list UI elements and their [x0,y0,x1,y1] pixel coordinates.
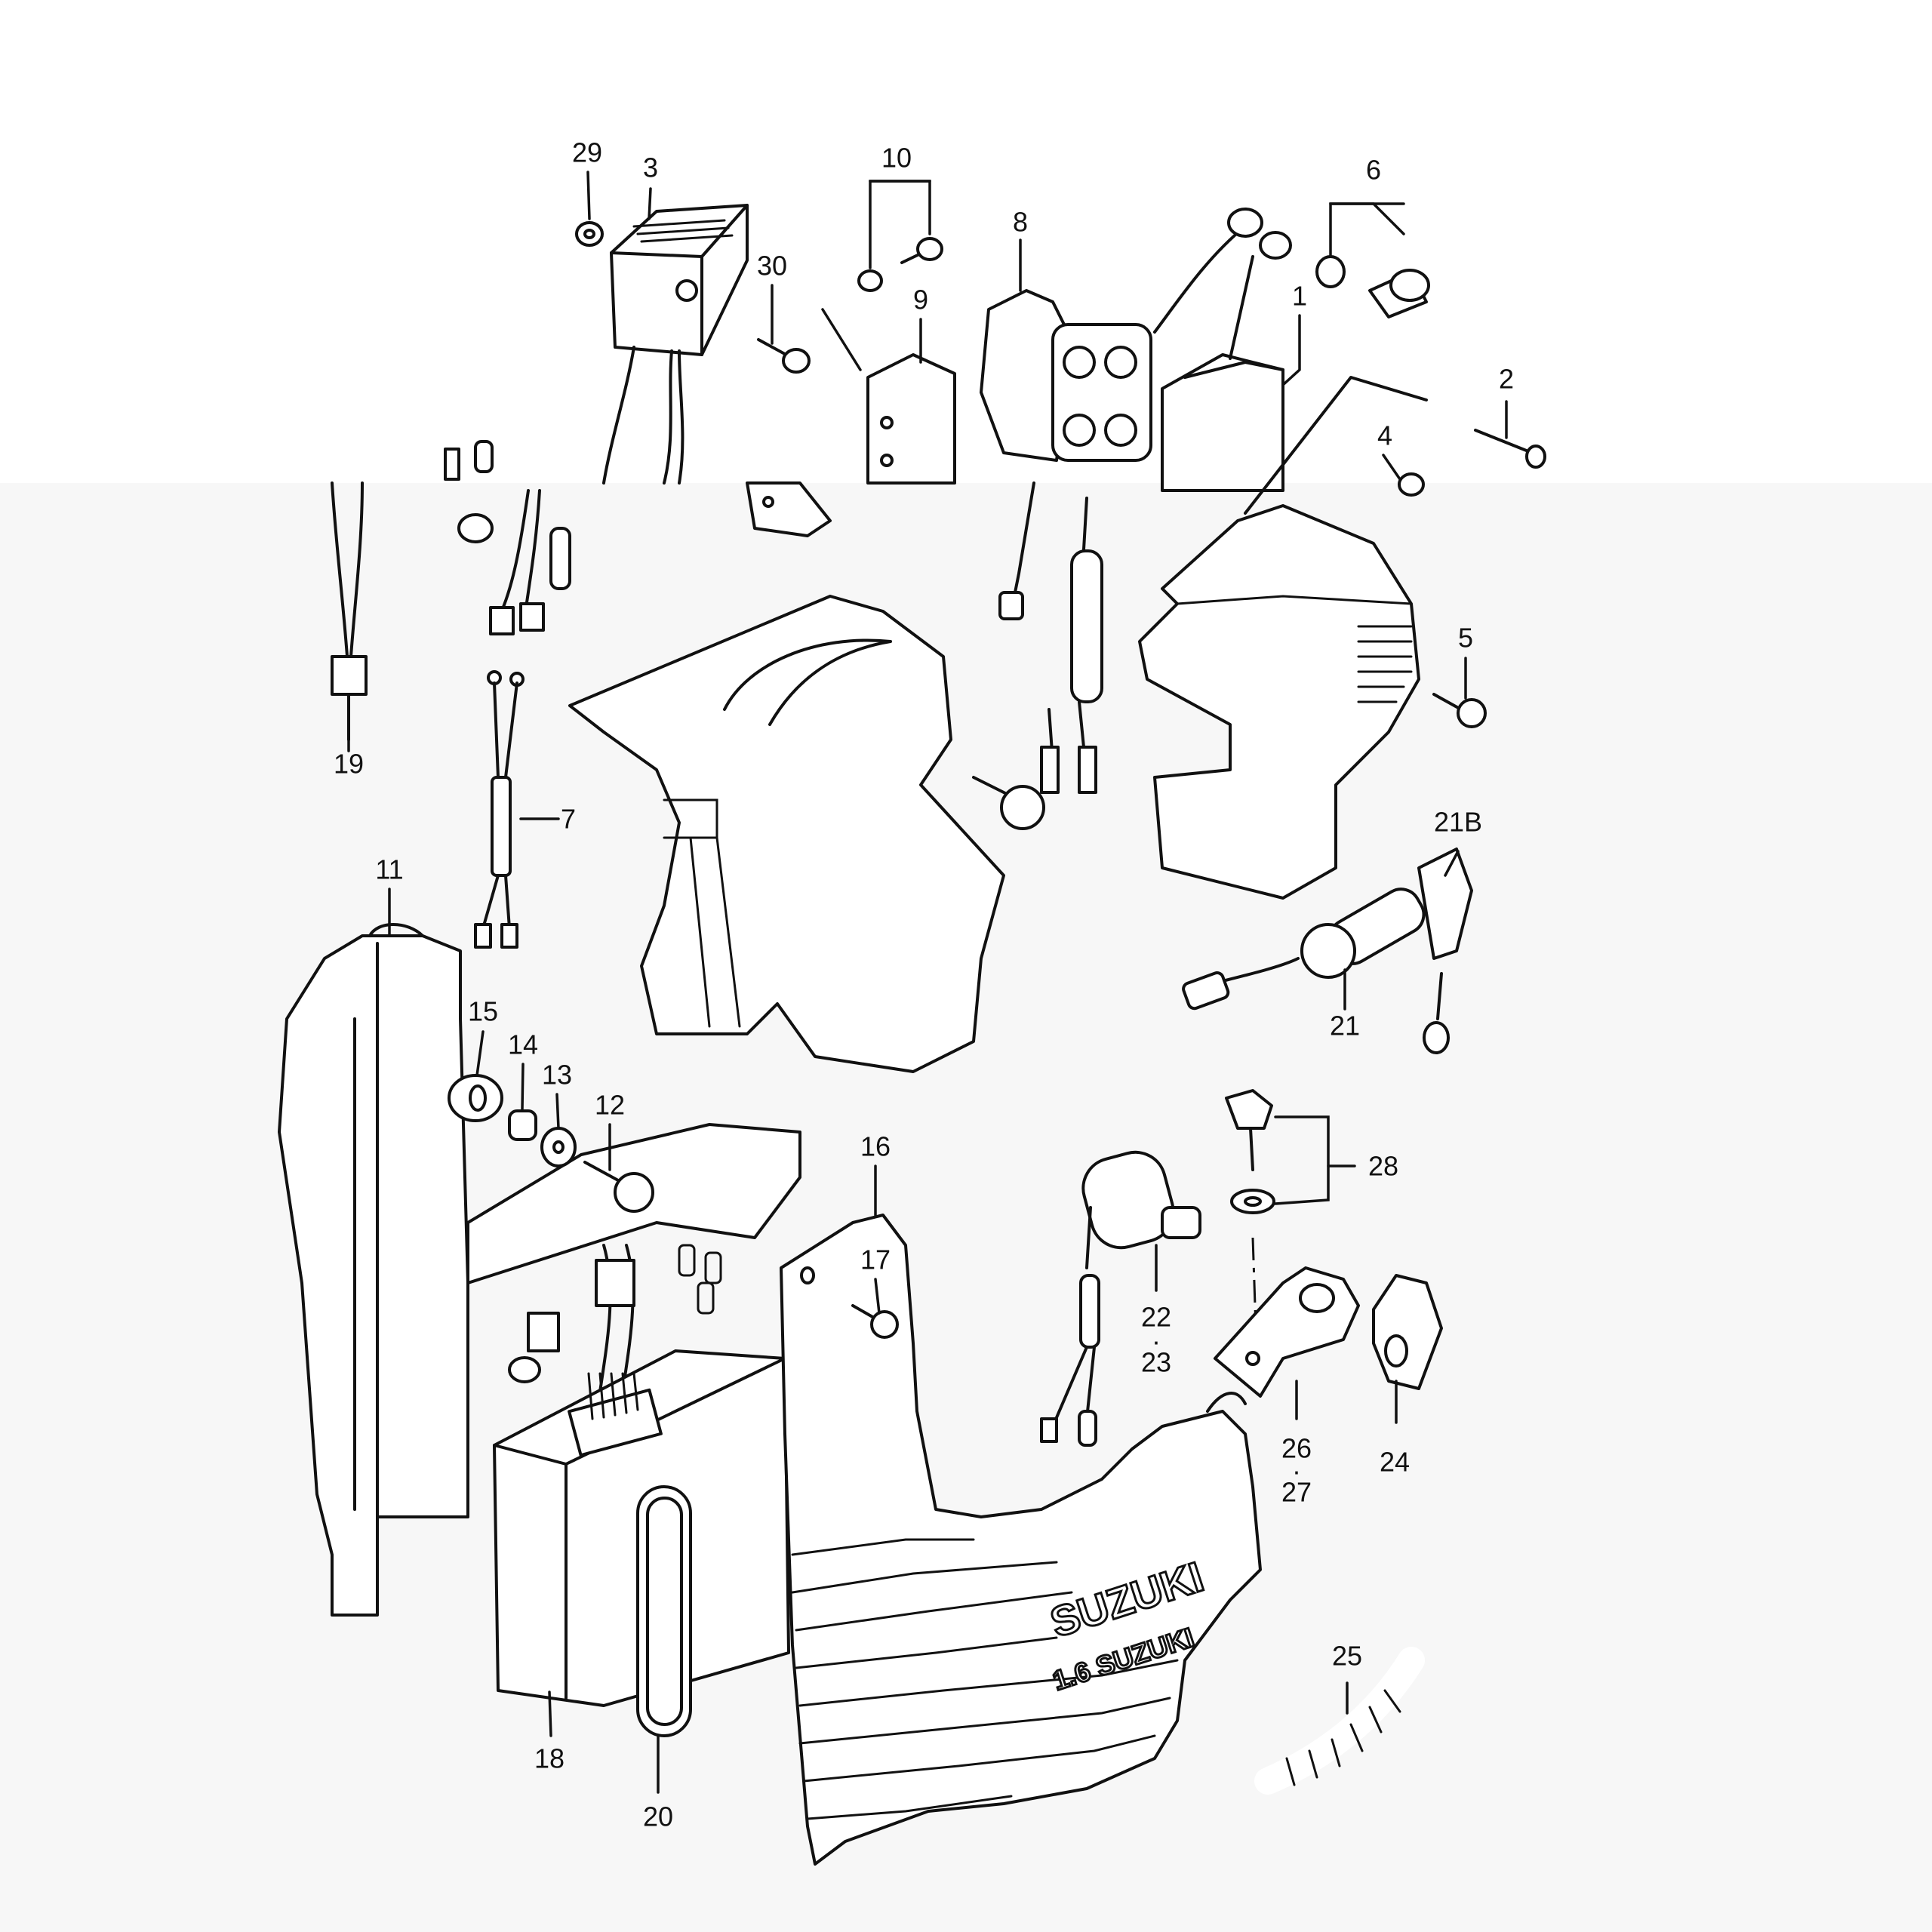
callout-17: 17 [860,1244,891,1275]
callout-dot-22: · [1152,1326,1161,1357]
part-21-switch [1182,848,1473,1054]
callout-labels: 29 3 30 10 9 8 1 6 2 4 5 21B 21 19 7 11 … [334,137,1514,1832]
callout-10: 10 [881,143,912,174]
leader-lines [347,171,1508,1794]
callout-6: 6 [1366,155,1381,186]
part-3-regulator [602,204,749,485]
part-30-screw [757,338,811,374]
callout-18: 18 [534,1743,565,1774]
part-16-lower-cover: SUZUKI 1.6 SUZUKI [780,1214,1262,1866]
part-14-spacer [508,1109,537,1141]
callout-24: 24 [1380,1447,1410,1478]
callout-9: 9 [913,285,928,315]
part-5-screw [1432,693,1487,728]
part-right-cover [1138,504,1420,900]
callout-dot-26: · [1292,1456,1301,1487]
callout-26: 26 [1281,1433,1312,1464]
callout-25: 25 [1332,1641,1362,1672]
callout-12: 12 [595,1090,625,1121]
part-20-band [636,1485,692,1737]
callout-8: 8 [1013,207,1028,238]
part-10-bolt-washer [857,237,943,292]
callout-2: 2 [1499,364,1514,395]
part-13-washer [540,1127,577,1168]
callout-22: 22 [1141,1302,1171,1333]
callout-5: 5 [1458,623,1473,654]
callout-19: 19 [334,749,364,780]
callout-27: 27 [1281,1477,1312,1508]
callout-13: 13 [542,1060,572,1091]
callout-11: 11 [375,854,403,885]
callout-29: 29 [572,137,602,168]
callout-1: 1 [1292,281,1307,312]
callout-4: 4 [1377,420,1392,451]
part-middle-cover [568,595,1005,1073]
part-25-hose [1254,1647,1425,1795]
callout-16: 16 [860,1131,891,1162]
part-24-plate [1372,1274,1443,1390]
part-29-washer [575,221,604,247]
part-15-grommet [448,1074,503,1122]
callout-3: 3 [643,152,658,183]
part-6-washer-bolt [1315,255,1430,318]
part-22-switch [1040,1150,1201,1447]
part-cdi-wiring [508,1244,722,1420]
part-bolt-middle [972,700,1097,830]
callout-28: 28 [1368,1151,1398,1182]
callout-14: 14 [508,1029,538,1060]
callout-7: 7 [561,804,576,835]
part-2-bolt [1474,429,1546,469]
part-4-nut [1398,472,1425,497]
part-8-solenoid [980,208,1263,703]
part-12-bolt [583,1161,654,1213]
part-7-harness [474,670,525,949]
part-connectors [444,440,571,635]
assembly-line [1244,376,1428,515]
callout-20: 20 [643,1801,673,1832]
callout-21b: 21B [1434,807,1482,838]
part-28-bolt-washer [1225,1089,1275,1352]
callout-15: 15 [468,996,498,1027]
part-9-bracket [746,353,956,537]
callout-23: 23 [1141,1347,1171,1378]
part-1-coil [1161,231,1292,492]
callout-30: 30 [757,251,787,281]
callout-21: 21 [1330,1011,1360,1041]
part-19-harness [331,481,368,741]
part-17-screw [851,1304,899,1339]
part-26-bracket [1214,1266,1360,1398]
